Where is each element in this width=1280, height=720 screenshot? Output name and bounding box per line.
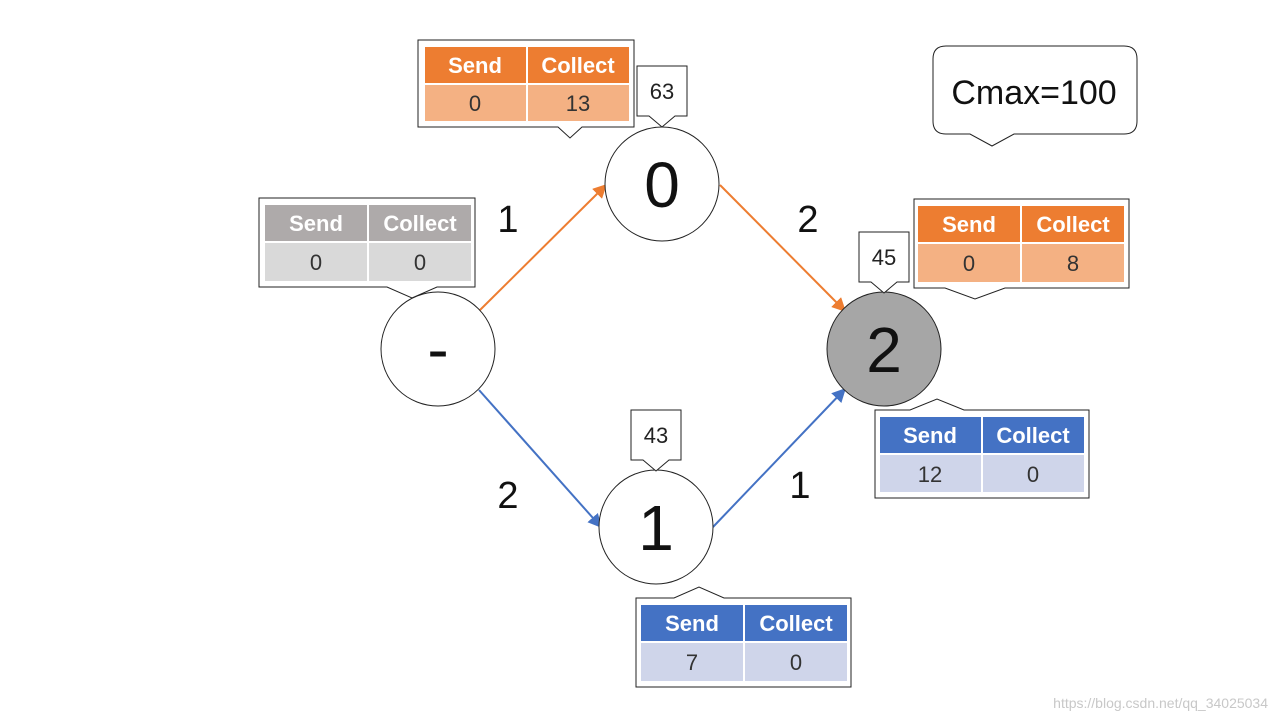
node-2-capacity: 45 [872, 245, 896, 270]
node-source: - [380, 291, 496, 407]
source-table: Send Collect 0 0 [258, 197, 476, 299]
node-0-table: Send Collect 0 13 [417, 39, 635, 139]
source-send-value: 0 [310, 250, 322, 275]
source-collect-header: Collect [383, 211, 457, 236]
node-2: 2 [826, 291, 942, 407]
edge-weight-node-1-node-2: 1 [789, 465, 810, 507]
edge-weight-source-node-1: 2 [497, 475, 518, 517]
node-1-label: 1 [638, 492, 674, 564]
node-1-capacity: 43 [644, 423, 668, 448]
node-0: 0 [604, 126, 720, 242]
node-1-collect-header: Collect [759, 611, 833, 636]
cmax-label: Cmax=100 [951, 74, 1116, 112]
node-1-collect-value: 0 [790, 650, 802, 675]
edge-node-0-to-node-2 [719, 184, 846, 312]
node-2-bottom-table: Send Collect 12 0 [874, 398, 1090, 499]
node-0-label: 0 [644, 149, 680, 221]
node-0-collect-value: 13 [566, 91, 590, 116]
node-2-bottom-send-header: Send [903, 423, 957, 448]
node-2-bottom-send-value: 12 [918, 462, 942, 487]
edge-weight-source-node-0: 1 [497, 199, 518, 241]
node-2-top-send-header: Send [942, 212, 996, 237]
node-2-bottom-collect-header: Collect [996, 423, 1070, 448]
node-2-top-send-value: 0 [963, 251, 975, 276]
node-1-capacity-callout: 43 [630, 409, 682, 472]
edge-node-1-to-node-2 [712, 387, 846, 528]
node-0-send-value: 0 [469, 91, 481, 116]
node-2-top-table: Send Collect 0 8 [913, 198, 1130, 300]
edge-weight-node-0-node-2: 2 [797, 199, 818, 241]
node-2-top-collect-value: 8 [1067, 251, 1079, 276]
source-send-header: Send [289, 211, 343, 236]
node-0-collect-header: Collect [541, 53, 615, 78]
edge-source-to-node-0 [478, 184, 607, 312]
cmax-callout: Cmax=100 [932, 45, 1138, 147]
node-0-send-header: Send [448, 53, 502, 78]
node-source-label: - [427, 313, 448, 385]
node-0-capacity: 63 [650, 79, 674, 104]
edge-source-to-node-1 [478, 389, 602, 529]
node-1-send-value: 7 [686, 650, 698, 675]
node-2-bottom-collect-value: 0 [1027, 462, 1039, 487]
node-2-label: 2 [866, 314, 902, 386]
node-1: 1 [598, 469, 714, 585]
source-collect-value: 0 [414, 250, 426, 275]
node-1-table: Send Collect 7 0 [635, 586, 852, 688]
node-2-top-collect-header: Collect [1036, 212, 1110, 237]
node-2-capacity-callout: 45 [858, 231, 910, 294]
node-0-capacity-callout: 63 [636, 65, 688, 128]
node-1-send-header: Send [665, 611, 719, 636]
watermark-text: https://blog.csdn.net/qq_34025034 [1053, 695, 1268, 711]
